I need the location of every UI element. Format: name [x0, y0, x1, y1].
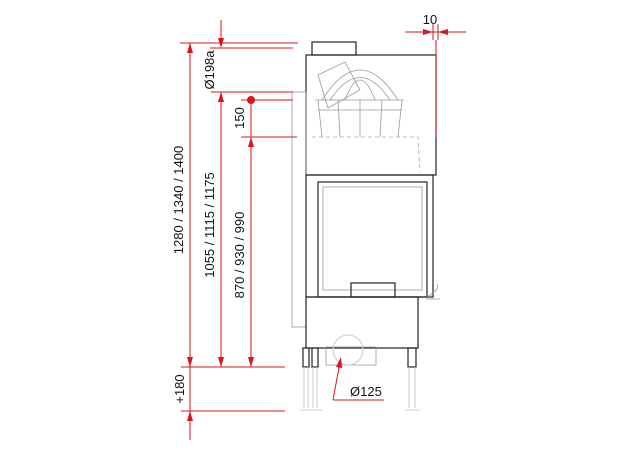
air-inlet-circle — [332, 334, 364, 366]
flue-diameter-label: Ø198a — [202, 50, 217, 90]
flue-height-label: 1055 / 1115 / 1175 — [202, 172, 217, 278]
side-offset-label: 10 — [423, 12, 437, 27]
inlet-height-label: 870 / 930 / 990 — [232, 212, 247, 299]
offset-label: 150 — [232, 107, 247, 129]
total-height-label: 1280 / 1340 / 1400 — [171, 146, 186, 254]
reference-dot — [247, 96, 255, 104]
legs — [300, 347, 420, 411]
air-inlet-label: Ø125 — [350, 384, 382, 399]
leg-extension-label: +180 — [172, 374, 187, 403]
dome-icon — [315, 61, 404, 138]
fireplace-outline — [291, 41, 440, 411]
dimension-lines — [180, 20, 466, 440]
